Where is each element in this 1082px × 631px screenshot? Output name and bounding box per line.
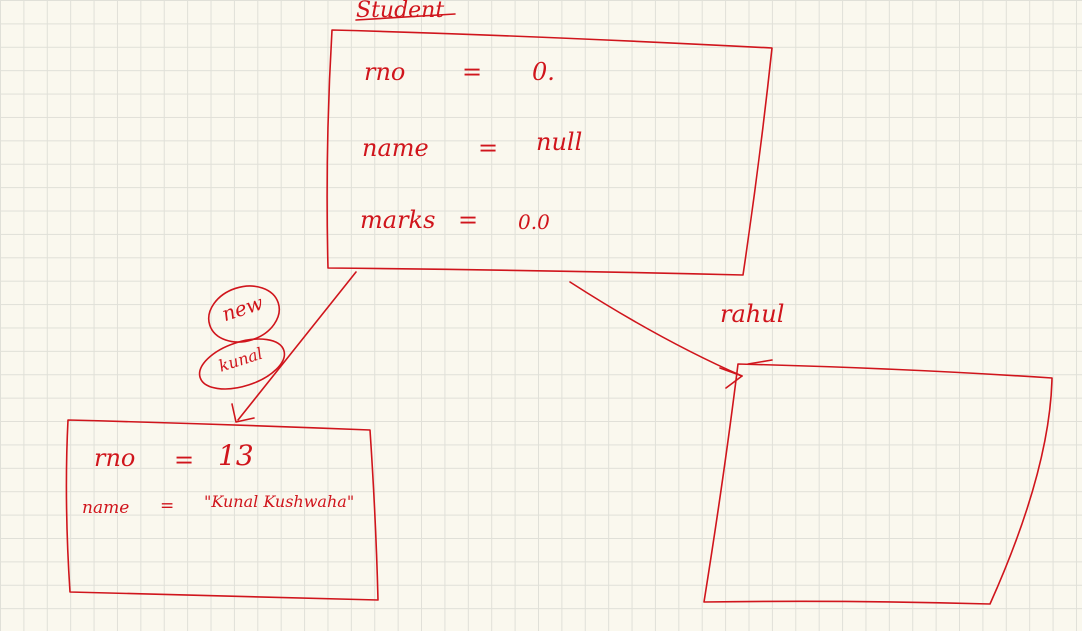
field-name-name: name: [362, 134, 429, 162]
right-object-top-tick: [747, 359, 773, 365]
obj-left-field-value-rno: 13: [218, 439, 254, 472]
bubble-kunal: [198, 338, 286, 390]
title-underline: [355, 13, 456, 21]
field-name-marks: marks: [360, 206, 436, 234]
right-object-outline: [703, 363, 1053, 605]
field-value-rno: 0.: [532, 58, 555, 86]
obj-right-label: rahul: [720, 300, 785, 328]
class-title: Student: [356, 0, 445, 23]
field-eq-rno: =: [462, 58, 483, 86]
obj-left-field-eq-name: =: [160, 496, 175, 516]
left-object-outline: [65, 419, 379, 601]
arrow-to-right-object: [569, 281, 743, 377]
field-value-name: null: [536, 128, 583, 156]
field-value-marks: 0.0: [518, 210, 550, 234]
obj-left-field-name-rno: rno: [94, 444, 136, 472]
arrow-head-right: [719, 367, 743, 389]
class-box-outline: [326, 29, 773, 276]
obj-left-field-name-name: name: [82, 498, 130, 518]
field-name-rno: rno: [364, 58, 406, 86]
obj-left-field-value-name: "Kunal Kushwaha": [204, 492, 355, 511]
obj-left-field-eq-rno: =: [174, 446, 195, 474]
field-eq-name: =: [478, 134, 499, 162]
arrow-to-left-object: [237, 271, 357, 421]
field-eq-marks: =: [458, 206, 479, 234]
arrow-head-left: [231, 403, 255, 423]
